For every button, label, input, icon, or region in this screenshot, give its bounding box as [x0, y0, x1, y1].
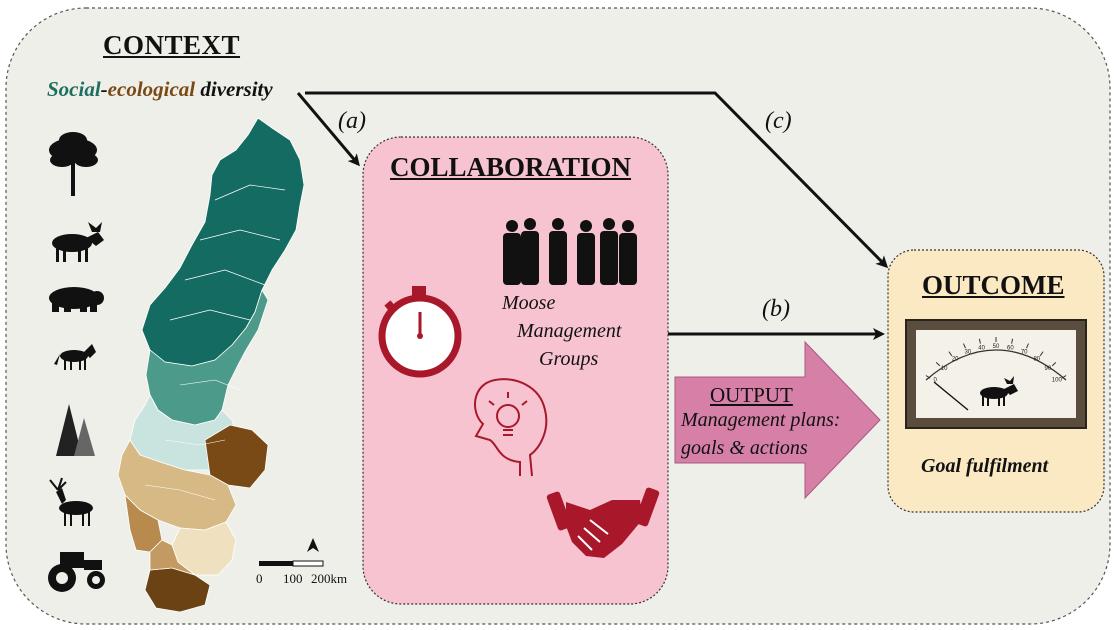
output-title: OUTPUT	[710, 383, 793, 407]
gauge-tick-label: 80	[1033, 357, 1040, 363]
groups-line-1: Moose	[502, 292, 556, 314]
north-arrow-icon	[307, 538, 319, 552]
dash: -	[100, 77, 108, 101]
moose-icon	[52, 222, 104, 262]
head-lightbulb-icon	[474, 378, 548, 477]
gauge-tick-mark	[1061, 375, 1067, 379]
ecological-word: ecological	[107, 77, 196, 101]
gauge-tick-mark	[925, 375, 931, 379]
gauge-tick-label: 90	[1045, 366, 1052, 372]
gauge-tick-label: 10	[941, 366, 948, 372]
diversity-word: diversity	[195, 77, 273, 101]
deer-icon	[49, 477, 93, 526]
scale-bar	[259, 560, 324, 567]
groups-line-2: Management	[517, 320, 622, 342]
gauge-tick-label: 50	[993, 344, 1000, 350]
bear-icon	[49, 287, 104, 312]
gauge-tick-label: 30	[964, 350, 971, 356]
gauge-tick-label: 20	[952, 357, 959, 363]
gauge-tick-mark	[963, 343, 966, 349]
gauge-needle	[933, 381, 969, 411]
arrow-b-label: (b)	[762, 296, 790, 322]
gauge-tick-mark	[1051, 362, 1057, 367]
gauge-tick-mark	[948, 351, 953, 357]
gauge-icon	[905, 319, 1087, 429]
handshake-icon	[546, 487, 660, 558]
arrow-c-label: (c)	[765, 108, 792, 134]
social-word: Social	[47, 77, 101, 101]
scale-label-200: 200km	[311, 571, 348, 586]
gauge-tick-mark	[1011, 338, 1014, 344]
gauge-tick-mark	[935, 362, 941, 367]
tree-icon	[49, 132, 98, 196]
gauge-tick-mark	[1039, 351, 1044, 357]
gauge-tick-label: 40	[978, 346, 985, 352]
outcome-title: OUTCOME	[922, 270, 1065, 300]
gauge-tick-label: 100	[1052, 377, 1063, 383]
people-group-icon	[503, 218, 637, 285]
output-arrow	[674, 340, 881, 500]
gauge-tick-label: 0	[934, 377, 938, 383]
groups-line-3: Groups	[539, 348, 599, 370]
scale-label-100: 100	[283, 571, 303, 586]
collaboration-title: COLLABORATION	[390, 152, 632, 182]
arrow-c	[305, 91, 889, 269]
output-line-2: goals & actions	[681, 437, 808, 459]
forest-icon	[56, 404, 95, 456]
gauge-tick-mark	[978, 338, 981, 344]
context-title: CONTEXT	[103, 30, 241, 60]
sweden-map	[117, 117, 305, 613]
gauge-tick-mark	[1026, 343, 1029, 349]
moose-icon	[980, 376, 1018, 406]
context-subtitle: Social-ecological diversity	[47, 77, 273, 102]
goal-fulfilment-caption: Goal fulfilment	[921, 455, 1049, 477]
stopwatch-icon	[378, 286, 462, 378]
output-line-1: Management plans:	[681, 409, 841, 431]
arrow-a	[296, 92, 360, 167]
tractor-icon	[48, 552, 105, 592]
gauge-tick-label: 70	[1021, 350, 1028, 356]
gauge-tick-label: 60	[1007, 346, 1014, 352]
wolf-icon	[54, 344, 96, 370]
arrow-a-label: (a)	[338, 108, 366, 134]
scale-label-0: 0	[256, 571, 263, 586]
